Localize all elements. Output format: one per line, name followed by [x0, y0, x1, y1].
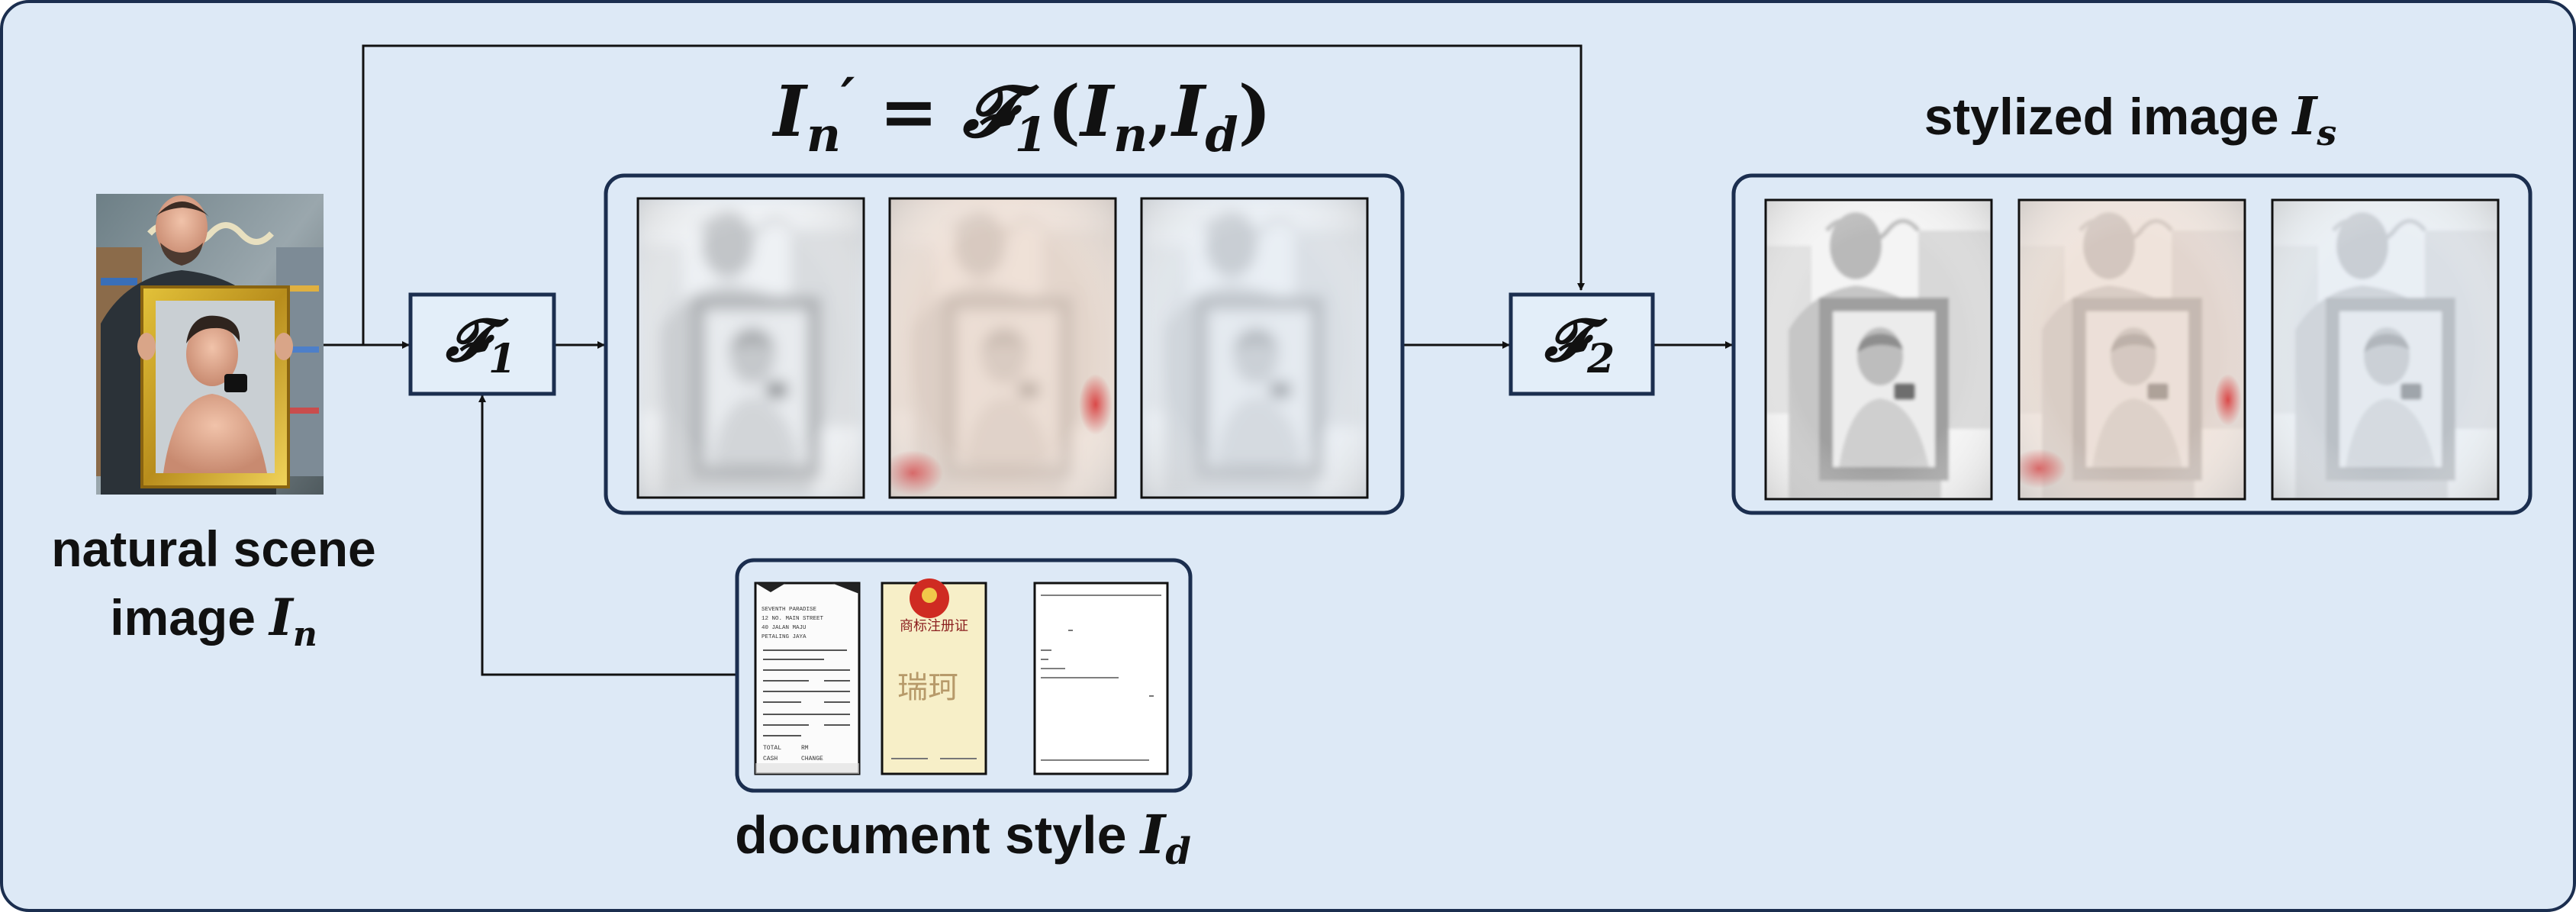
certificate-mark: 瑞珂: [897, 670, 958, 705]
natural-scene-label-line1: natural scene: [51, 520, 376, 577]
svg-text:CASH: CASH: [763, 756, 778, 762]
skip-connection-to-f2: [362, 44, 1585, 345]
svg-text:PETALING JAYA: PETALING JAYA: [762, 634, 807, 640]
f2-node: 𝓕2: [1509, 292, 1655, 396]
stylized-image-3: [2271, 198, 2500, 501]
stylized-image-1: [1764, 198, 1993, 501]
natural-scene-photo: [96, 194, 324, 495]
svg-text:12 NO. MAIN STREET: 12 NO. MAIN STREET: [762, 616, 824, 622]
svg-text:TOTAL: TOTAL: [763, 745, 781, 752]
intermediate-image-1: [636, 197, 865, 499]
document-certificate: 商标注册证 瑞珂: [881, 578, 987, 775]
f1-subscript: 1: [488, 336, 516, 382]
intermediate-image-3: [1140, 197, 1369, 499]
svg-text:40 JALAN MAJU: 40 JALAN MAJU: [762, 625, 807, 631]
f1-node: 𝓕1: [408, 292, 556, 396]
intermediate-image-2: [888, 197, 1117, 499]
svg-text:𝓕2: 𝓕2: [1544, 306, 1615, 382]
document-form: [1033, 582, 1169, 775]
receipt-lines: SEVENTH PARADISE 12 NO. MAIN STREET 40 J…: [762, 607, 824, 640]
stylized-image-2: [2017, 198, 2246, 501]
svg-text:CHANGE: CHANGE: [801, 756, 823, 762]
certificate-title: 商标注册证: [900, 618, 968, 634]
svg-text:RM: RM: [801, 745, 809, 752]
equation: In′ = 𝓕1(In,Id): [771, 66, 1271, 163]
document-receipt: SEVENTH PARADISE 12 NO. MAIN STREET 40 J…: [754, 582, 861, 775]
f2-subscript: 2: [1586, 336, 1615, 382]
svg-text:SEVENTH PARADISE: SEVENTH PARADISE: [762, 607, 817, 613]
arrow-docstyle-to-f1: [478, 395, 736, 676]
